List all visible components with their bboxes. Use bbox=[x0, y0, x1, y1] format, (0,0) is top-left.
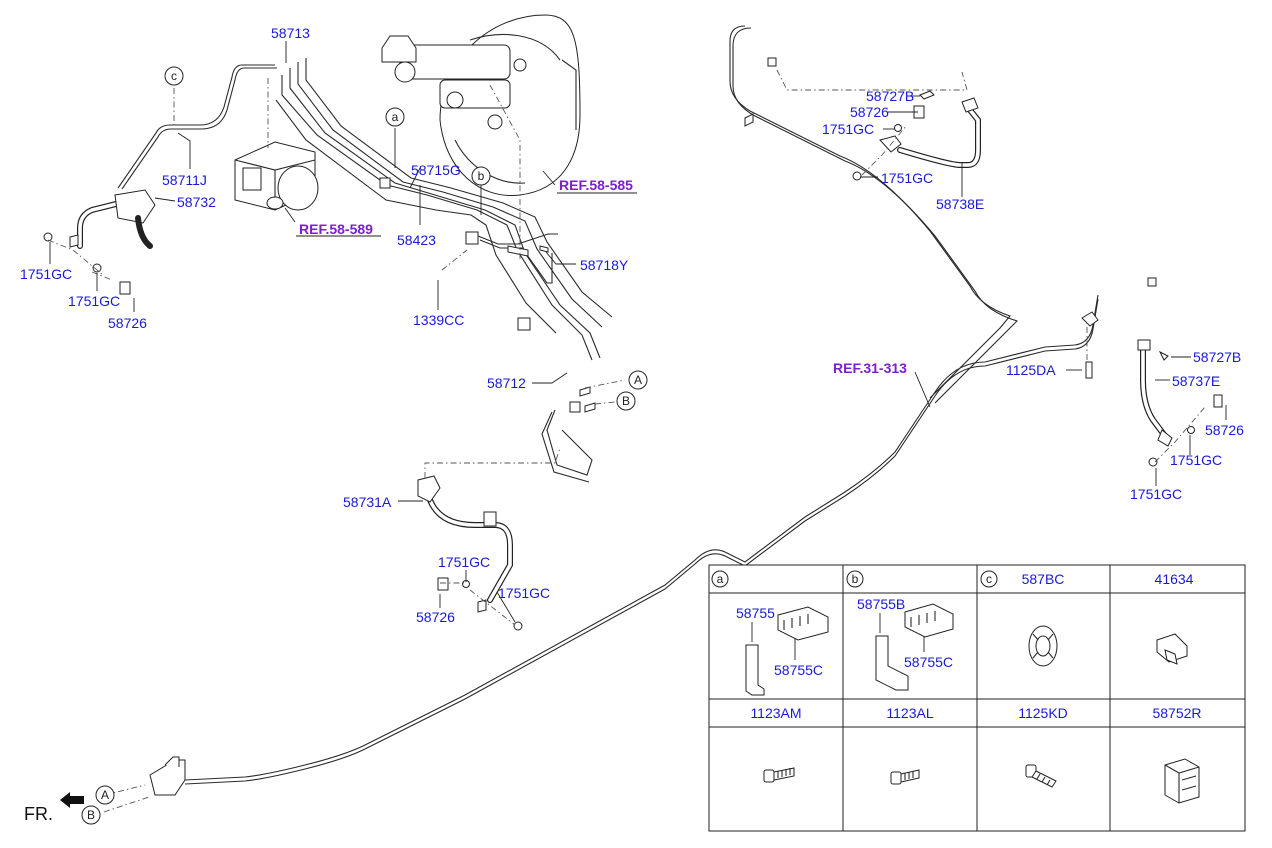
label-1751gc-3[interactable]: 1751GC bbox=[438, 554, 490, 570]
svg-text:a: a bbox=[717, 572, 724, 586]
table-code-1123al[interactable]: 1123AL bbox=[886, 705, 933, 721]
label-1751gc-7[interactable]: 1751GC bbox=[1170, 452, 1222, 468]
table-label-58755c-a[interactable]: 58755C bbox=[774, 662, 823, 678]
table-cell-a: 58755 58755C bbox=[736, 605, 829, 696]
label-58726-3[interactable]: 58726 bbox=[850, 104, 889, 120]
svg-text:A: A bbox=[634, 373, 642, 387]
label-1125da[interactable]: 1125DA bbox=[1006, 362, 1056, 378]
table-header-b: b bbox=[846, 570, 864, 588]
svg-text:a: a bbox=[392, 110, 399, 124]
svg-text:c: c bbox=[986, 572, 992, 586]
abs-module-drawing bbox=[234, 141, 319, 211]
label-58712[interactable]: 58712 bbox=[487, 375, 526, 391]
label-58713[interactable]: 58713 bbox=[271, 25, 310, 41]
ref-31-313[interactable]: REF.31-313 bbox=[833, 360, 907, 376]
callout-B-upper[interactable]: B bbox=[616, 391, 636, 411]
label-1339cc[interactable]: 1339CC bbox=[413, 312, 464, 328]
rear-left-hose-drawing bbox=[852, 90, 981, 181]
table-code-58752r[interactable]: 58752R bbox=[1152, 705, 1201, 721]
label-58737e[interactable]: 58737E bbox=[1172, 373, 1220, 389]
label-58732[interactable]: 58732 bbox=[177, 194, 216, 210]
label-58726-2[interactable]: 58726 bbox=[416, 609, 455, 625]
bolt-1123al-drawing bbox=[890, 769, 920, 785]
callout-b[interactable]: b bbox=[471, 166, 491, 186]
front-label: FR. bbox=[24, 804, 53, 824]
label-1751gc-8[interactable]: 1751GC bbox=[1130, 486, 1182, 502]
svg-text:B: B bbox=[87, 808, 95, 822]
svg-text:b: b bbox=[478, 169, 485, 183]
label-58738e[interactable]: 58738E bbox=[936, 196, 984, 212]
svg-text:A: A bbox=[101, 788, 109, 802]
callout-B-lower[interactable]: B bbox=[81, 805, 101, 825]
label-1751gc-4[interactable]: 1751GC bbox=[498, 585, 550, 601]
bolt-1123am-drawing bbox=[763, 767, 795, 783]
table-code-587bc[interactable]: 587BC bbox=[1022, 571, 1065, 587]
label-1751gc-1[interactable]: 1751GC bbox=[20, 266, 72, 282]
svg-text:c: c bbox=[171, 69, 177, 83]
block-58752r-drawing bbox=[1164, 758, 1200, 804]
bolt-1125kd-drawing bbox=[1025, 764, 1057, 788]
table-code-1123am[interactable]: 1123AM bbox=[750, 705, 801, 721]
table-code-1125kd[interactable]: 1125KD bbox=[1018, 705, 1068, 721]
label-58731a[interactable]: 58731A bbox=[343, 494, 392, 510]
table-cell-41634 bbox=[1156, 633, 1188, 665]
svg-text:b: b bbox=[852, 572, 859, 586]
table-header-c: c 587BC bbox=[980, 570, 1065, 588]
label-58718y[interactable]: 58718Y bbox=[580, 257, 629, 273]
label-58726-4[interactable]: 58726 bbox=[1205, 422, 1244, 438]
callout-A-lower[interactable]: A bbox=[95, 785, 115, 805]
table-label-58755[interactable]: 58755 bbox=[736, 605, 775, 621]
parts-table: a b c 587BC 41634 58755 58755C 58755B 58… bbox=[708, 564, 1246, 832]
label-58727b-2[interactable]: 58727B bbox=[1193, 349, 1241, 365]
front-left-hose-drawing bbox=[43, 189, 156, 295]
label-58711j[interactable]: 58711J bbox=[162, 172, 207, 188]
rear-right-hose-drawing bbox=[1085, 339, 1223, 467]
label-1751gc-5[interactable]: 1751GC bbox=[822, 121, 874, 137]
label-58423[interactable]: 58423 bbox=[397, 232, 436, 248]
ref-58-585[interactable]: REF.58-585 bbox=[559, 177, 633, 193]
ref-58-589[interactable]: REF.58-589 bbox=[299, 221, 373, 237]
label-1751gc-2[interactable]: 1751GC bbox=[68, 293, 120, 309]
callout-a[interactable]: a bbox=[385, 107, 405, 127]
table-label-58755c-b[interactable]: 58755C bbox=[904, 654, 953, 670]
brake-booster-drawing bbox=[381, 14, 581, 197]
label-58715g[interactable]: 58715G bbox=[411, 162, 461, 178]
front-direction-indicator: FR. bbox=[24, 792, 84, 824]
table-code-41634[interactable]: 41634 bbox=[1155, 571, 1194, 587]
table-label-58755b[interactable]: 58755B bbox=[857, 596, 905, 612]
guide-lines bbox=[47, 69, 1206, 813]
label-58727b-1[interactable]: 58727B bbox=[866, 88, 914, 104]
callout-A-upper[interactable]: A bbox=[628, 370, 648, 390]
label-1751gc-6[interactable]: 1751GC bbox=[881, 170, 933, 186]
label-58726-1[interactable]: 58726 bbox=[108, 315, 147, 331]
callout-c[interactable]: c bbox=[164, 66, 184, 86]
svg-text:B: B bbox=[622, 394, 630, 408]
table-cell-c bbox=[1028, 625, 1058, 667]
table-cell-b: 58755B 58755C bbox=[857, 596, 954, 691]
front-brake-lines bbox=[117, 58, 613, 483]
rear-brake-line bbox=[149, 25, 1157, 796]
table-header-a: a bbox=[711, 570, 729, 588]
front-arrow-icon bbox=[60, 792, 84, 808]
leader-lines bbox=[49, 41, 1227, 623]
front-right-hose-drawing bbox=[417, 475, 523, 631]
